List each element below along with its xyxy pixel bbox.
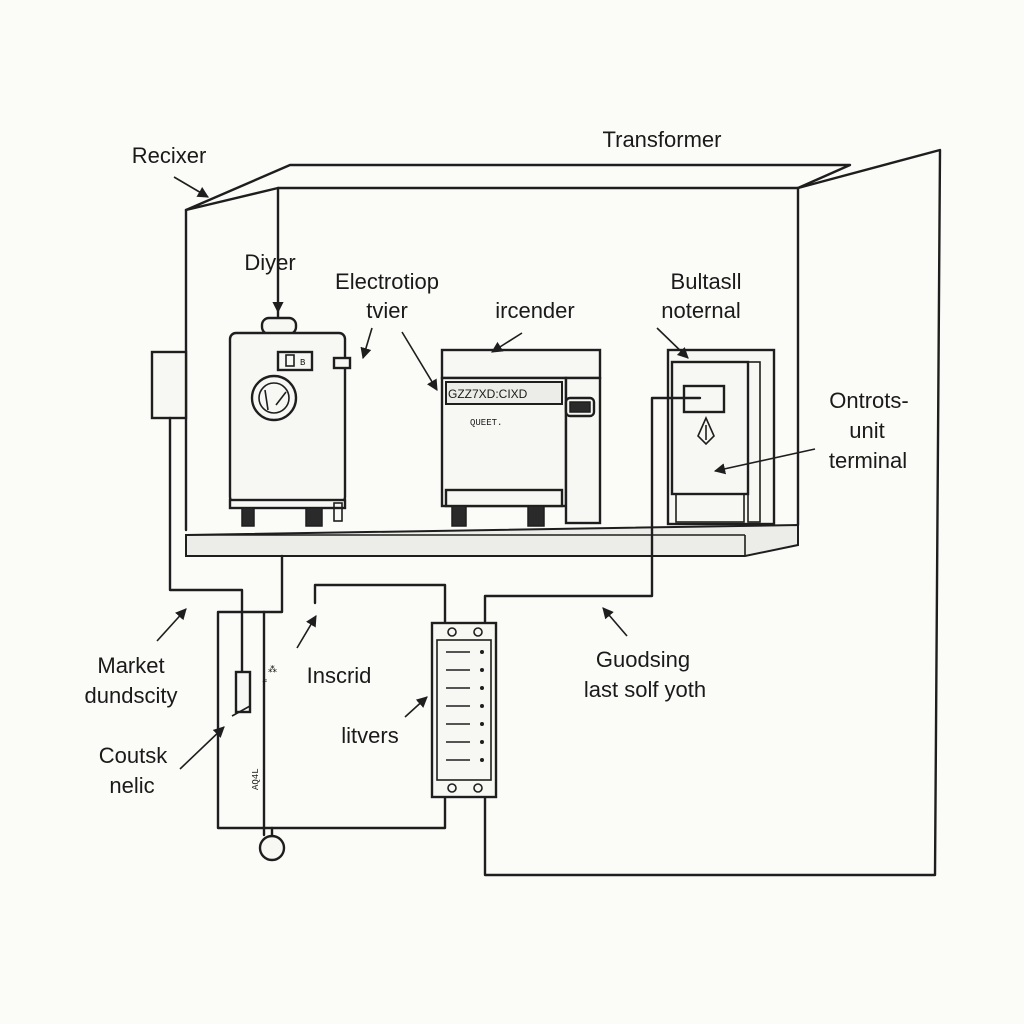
- terminal-strip-screw: [480, 650, 484, 654]
- svg-text:f: f: [262, 679, 267, 689]
- label-ontrots-3: terminal: [829, 448, 907, 473]
- label-ircender: ircender: [495, 298, 574, 323]
- terminal-strip-screw: [480, 740, 484, 744]
- terminal-strip-screw: [480, 686, 484, 690]
- label-market-2: dundscity: [85, 683, 178, 708]
- label-inscrid: Inscrid: [307, 663, 372, 688]
- terminal-strip-screw: [480, 704, 484, 708]
- side-terminal-box: [150, 350, 188, 420]
- label-market-1: Market: [97, 653, 164, 678]
- label-coutsk-2: nelic: [109, 773, 154, 798]
- label-ontrots-1: Ontrots-: [829, 388, 908, 413]
- terminal-strip-screw: [480, 722, 484, 726]
- label-bultasll-2: noternal: [661, 298, 741, 323]
- meter-tag: AQ4L: [251, 768, 261, 790]
- meter-column: AQ4L ⁂ f: [231, 664, 286, 862]
- panel-sub-text: QUEET.: [470, 418, 502, 428]
- wiring: [168, 396, 702, 837]
- control-panel-unit: GZZ7XD:CIXD QUEET.: [440, 348, 602, 527]
- label-electrotiop-2: tvier: [366, 298, 408, 323]
- label-guodsing-1: Guodsing: [596, 647, 690, 672]
- arrows: [156, 176, 816, 770]
- panel-top-text: GZZ7XD:CIXD: [448, 387, 528, 401]
- labels: Transformer Recixer Diyer Electrotiop tv…: [85, 127, 909, 798]
- label-diyer: Diyer: [244, 250, 295, 275]
- enclosure: [184, 148, 942, 877]
- terminal-strip-screw: [480, 668, 484, 672]
- svg-text:⁂: ⁂: [268, 664, 277, 675]
- terminal-strip-screw: [480, 758, 484, 762]
- label-transformer: Transformer: [603, 127, 722, 152]
- svg-text:B: B: [300, 358, 306, 368]
- label-bultasll-1: Bultasll: [671, 269, 742, 294]
- terminal-strip: [430, 621, 498, 799]
- dryer-unit: B: [228, 316, 352, 527]
- label-guodsing-2: last solf yoth: [584, 677, 706, 702]
- label-electrotiop-1: Electrotiop: [335, 269, 439, 294]
- shelf: [185, 523, 799, 557]
- label-litvers: litvers: [341, 723, 398, 748]
- label-coutsk-1: Coutsk: [99, 743, 168, 768]
- label-ontrots-2: unit: [849, 418, 884, 443]
- terminal-unit: [666, 348, 776, 526]
- label-recixer: Recixer: [132, 143, 207, 168]
